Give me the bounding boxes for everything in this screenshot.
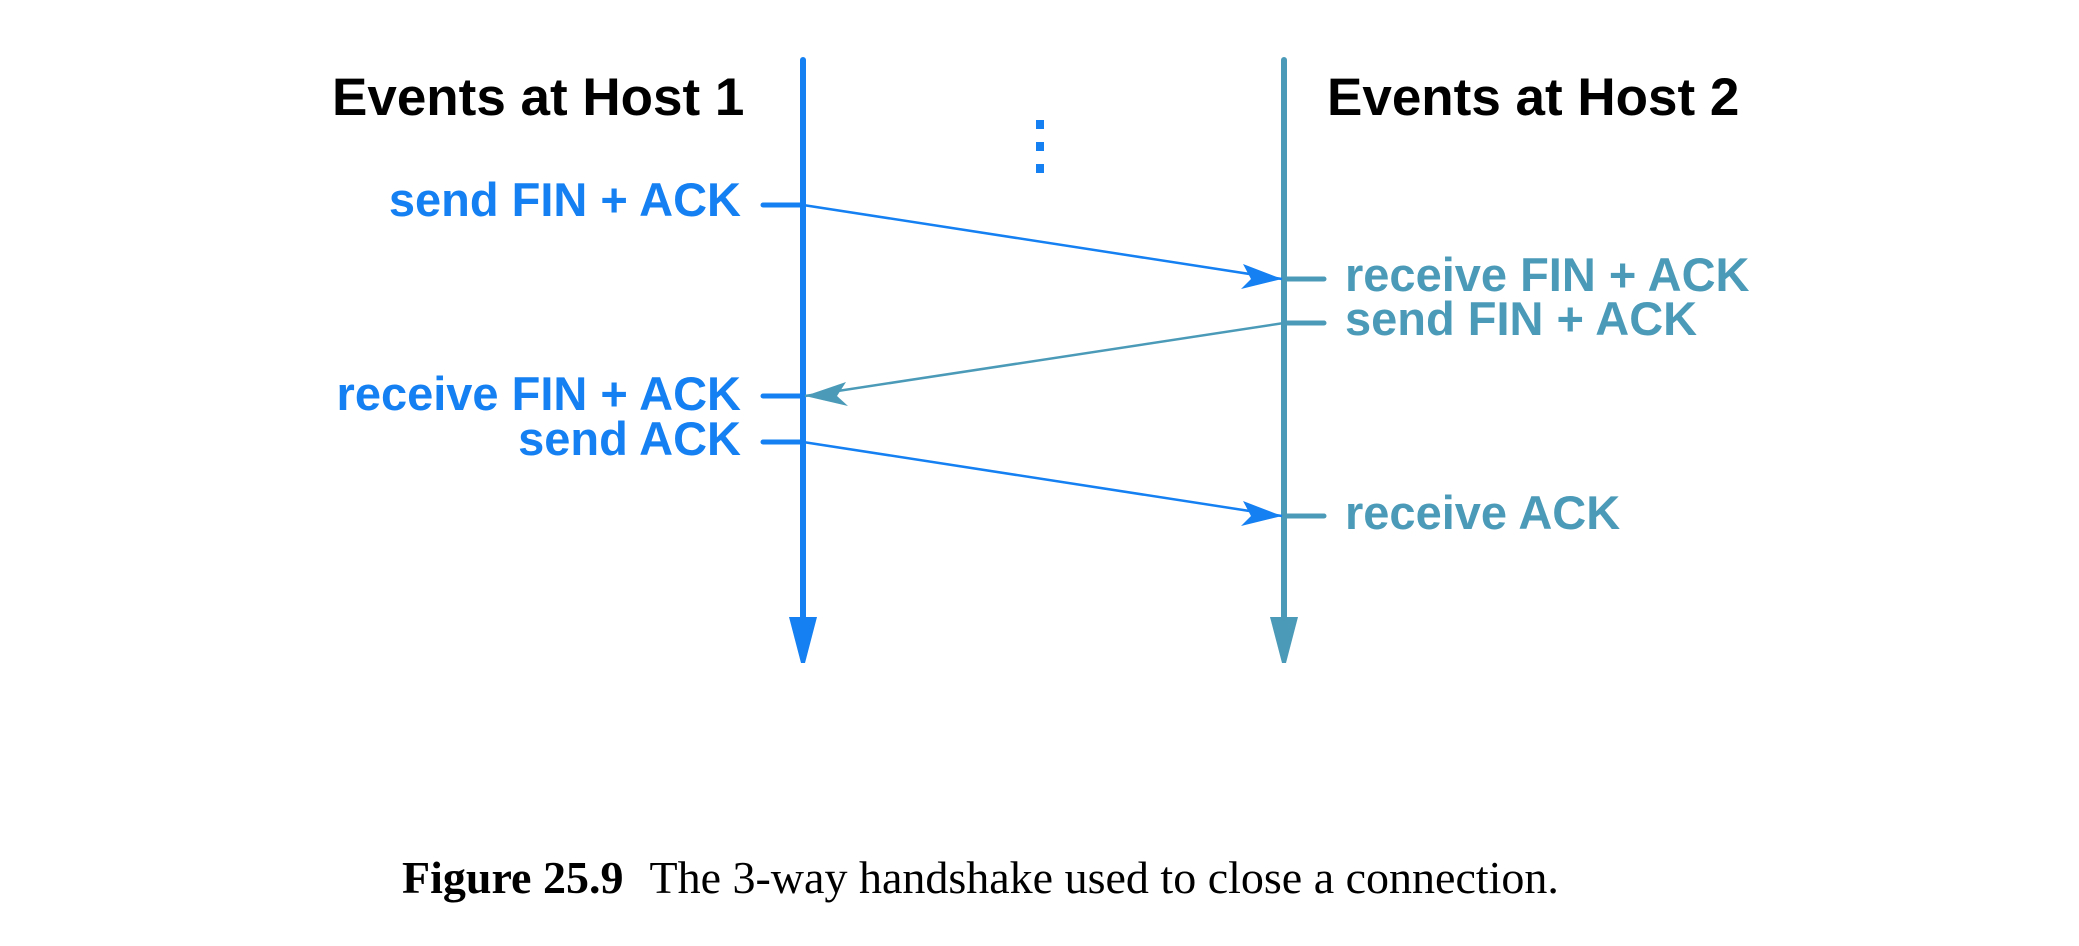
host2-event-receive-fin-ack: receive FIN + ACK [1345, 248, 1750, 301]
host2-timeline-arrowhead-icon [1270, 617, 1298, 663]
message-3-ack [802, 440, 1283, 526]
host1-event-send-ack: send ACK [518, 412, 741, 465]
host1-event-receive-fin-ack: receive FIN + ACK [337, 367, 742, 420]
host1-title: Events at Host 1 [332, 68, 744, 127]
message-1-fin-ack [802, 203, 1283, 289]
host2-event-receive-ack: receive ACK [1345, 486, 1620, 539]
message-3-arrowhead-icon [1241, 501, 1282, 526]
message-2-arrowhead-icon [805, 382, 848, 406]
host2-event-send-fin-ack: send FIN + ACK [1345, 292, 1697, 345]
continuation-dots-icon [1036, 120, 1044, 173]
host1-timeline [789, 57, 817, 663]
figure-caption: Figure 25.9 The 3-way handshake used to … [402, 852, 1559, 903]
caption-text: The 3-way handshake used to close a conn… [649, 852, 1558, 903]
caption-number: Figure 25.9 [402, 852, 623, 903]
host2-title: Events at Host 2 [1327, 68, 1739, 127]
message-1-arrowhead-icon [1241, 264, 1282, 289]
host1-event-send-fin-ack: send FIN + ACK [389, 173, 741, 226]
message-2-fin-ack [804, 321, 1285, 406]
host1-timeline-arrowhead-icon [789, 617, 817, 663]
host2-timeline [1270, 57, 1298, 663]
